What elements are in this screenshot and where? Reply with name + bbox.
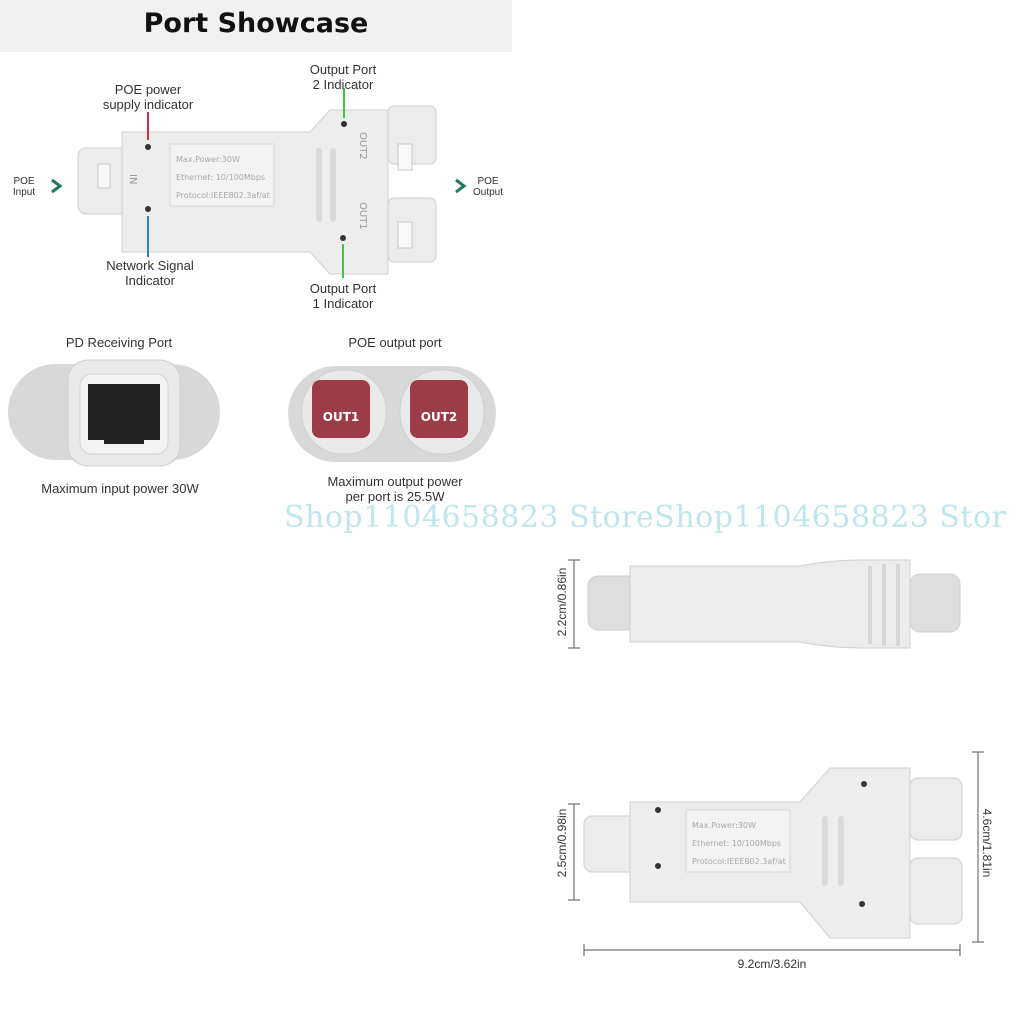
dimension-input-height: 2.5cm/0.98in [555,808,569,878]
input-arrow-icon [51,178,63,194]
spec-line-3: Protocol:IEEE802.3af/at [176,191,270,200]
output-port2-indicator-label: Output Port 2 Indicator [309,62,377,92]
poe-input-label: POE Input [12,176,36,198]
poe-output-label: POE Output [472,176,504,198]
dimension-side-height: 2.2cm/0.86in [555,567,569,637]
network-signal-indicator-label: Network Signal Indicator [106,258,194,288]
spec-line-1: Max.Power:30W [176,155,240,164]
spec-line-2-b: Ethernet: 10/100Mbps [692,839,781,848]
rj45-input-port-icon [88,384,160,440]
pd-receiving-port-label: PD Receiving Port [65,335,173,350]
out2-port-icon [410,380,468,438]
max-output-power-label: Maximum output power per port is 25.5W [327,474,463,504]
title-bar [0,0,512,52]
port-closeups: OUT1 OUT2 [8,359,496,467]
page-title: Port Showcase [143,8,369,39]
spec-line-3-b: Protocol:IEEE802.3af/at [692,857,786,866]
device-top-view: Max.Power:30W Ethernet: 10/100Mbps Proto… [568,751,984,956]
output-arrow-icon [455,178,467,194]
dimension-output-height: 4.6cm/1.81in [980,808,994,878]
output-port1-indicator-label: Output Port 1 Indicator [309,281,377,311]
out1-side-label: OUT1 [357,202,368,230]
in-side-label: IN [127,174,138,184]
poe-power-indicator-label: POE power supply indicator [102,82,194,112]
watermark: Shop1104658823 StoreShop1104658823 Stor [284,500,1007,535]
device-top-illustration: Max.Power:30W Ethernet: 10/100Mbps Proto… [51,88,467,278]
device-side-view [568,559,961,649]
out2-port-label: OUT2 [421,410,457,424]
spec-line-2: Ethernet: 10/100Mbps [176,173,265,182]
poe-output-port-label: POE output port [348,335,442,350]
spec-line-1-b: Max.Power:30W [692,821,756,830]
out2-side-label: OUT2 [357,132,368,160]
out1-port-icon [312,380,370,438]
dimension-length: 9.2cm/3.62in [737,957,807,971]
out1-port-label: OUT1 [323,410,359,424]
max-input-power-label: Maximum input power 30W [41,481,199,496]
